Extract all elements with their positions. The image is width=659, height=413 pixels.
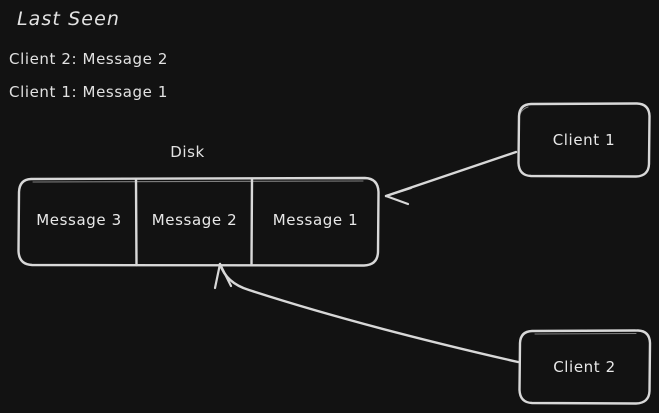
disk-cell-message-2: Message 2 [151,211,238,229]
arrow-client2-to-message2 [213,262,520,364]
client-2-label: Client 2 [553,358,616,376]
disk-label: Disk [170,143,205,161]
arrow-client1-to-disk [384,150,518,206]
legend-entry-client-2: Client 2: Message 2 [9,50,169,68]
legend-title: Last Seen [17,8,120,30]
legend-entry-client-1: Client 1: Message 1 [9,83,169,101]
client-1-label: Client 1 [552,131,616,149]
disk-cell-message-1: Message 1 [272,211,359,229]
disk-cell-message-3: Message 3 [36,211,122,229]
